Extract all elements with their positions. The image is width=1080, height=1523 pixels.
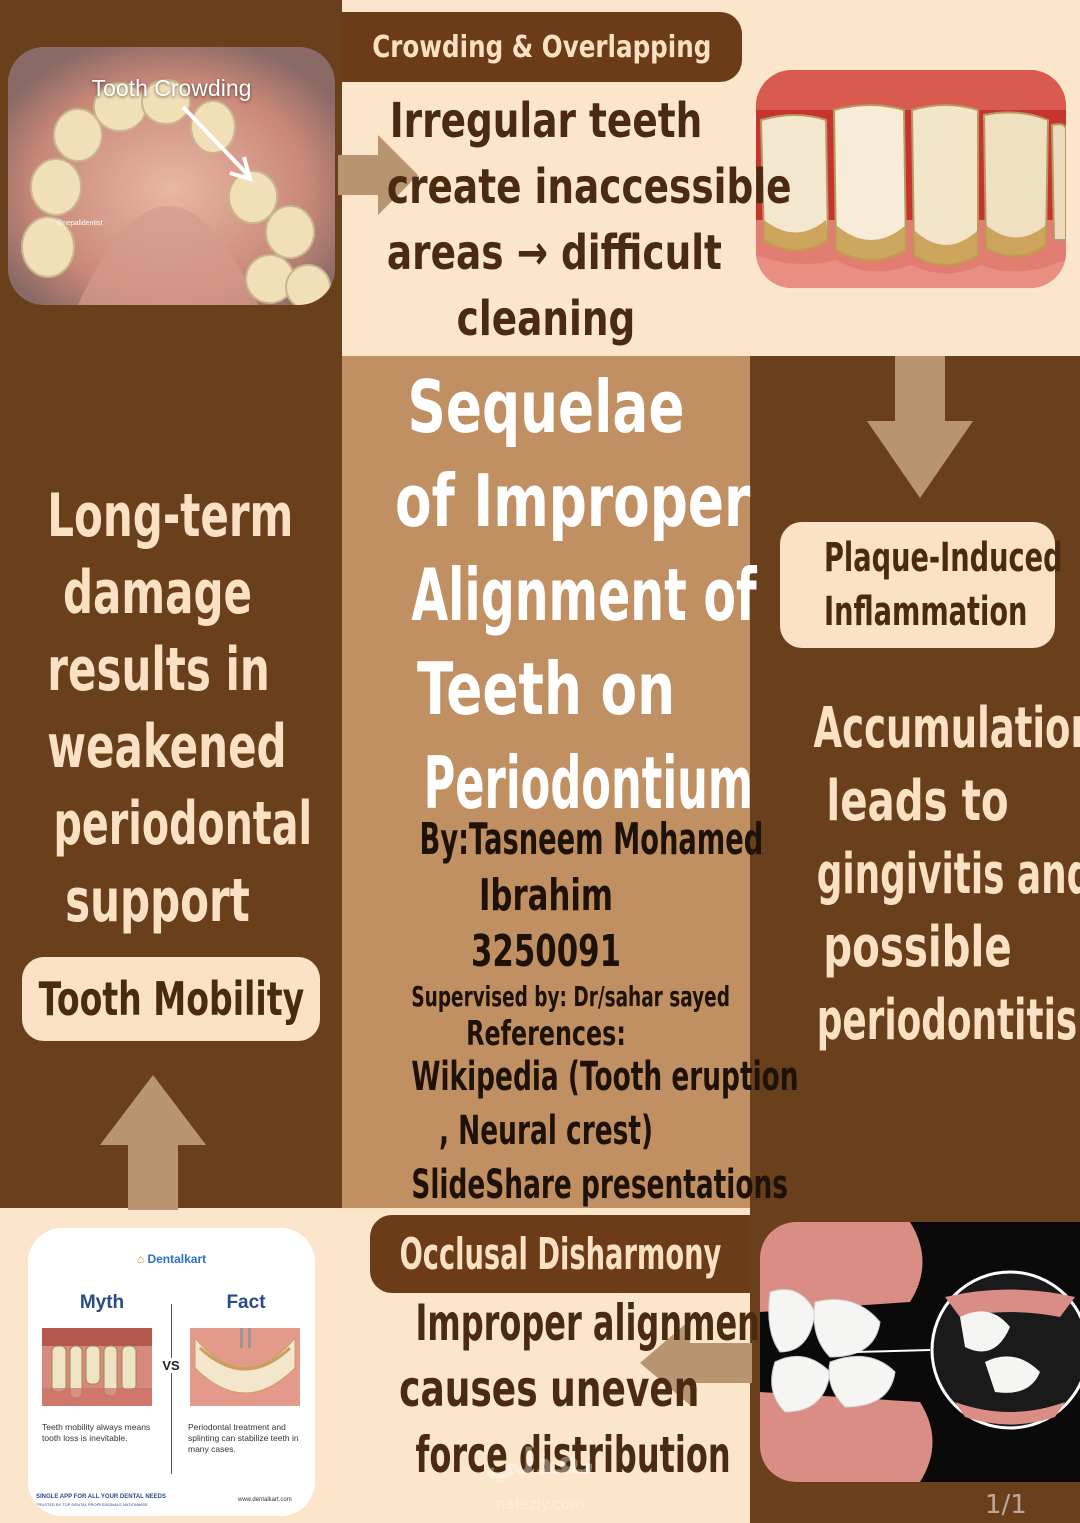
crowding-text-line: create inaccessible	[386, 159, 792, 215]
plaque-badge-line: Plaque-Induced	[824, 535, 1063, 581]
fact-teeth-image	[190, 1328, 300, 1406]
brand-name: Dentalkart	[147, 1252, 207, 1266]
crowding-text-line: Irregular teeth	[389, 93, 703, 149]
long-term-text: Long-term damage results in weakened per…	[0, 478, 315, 940]
occlusal-text-line: Improper alignment	[415, 1294, 776, 1352]
arrow-left-icon	[640, 1320, 752, 1405]
arrow-up-icon	[100, 1075, 206, 1210]
crowding-text: Irregular teeth create inaccessible area…	[342, 88, 792, 352]
myth-note: Teeth mobility always means tooth loss i…	[42, 1422, 151, 1443]
vs-label: VS	[156, 1358, 186, 1373]
long-term-text-line: Long-term	[47, 481, 294, 551]
plaque-teeth-photo	[756, 70, 1066, 288]
reference-line: SlideShare presentations	[411, 1162, 789, 1208]
photo-watermark: @nepalidentist	[56, 220, 103, 227]
long-term-text-line: damage	[62, 558, 253, 628]
watermark-latin: nafezly.com	[495, 1495, 585, 1513]
plaque-badge: Plaque-Induced Inflammation	[780, 522, 1063, 648]
plaque-badge-line: Inflammation	[824, 589, 1028, 635]
supervisor: Supervised by: Dr/sahar sayed	[411, 980, 730, 1013]
crowding-badge-label: Crowding & Overlapping	[372, 29, 712, 65]
occlusion-photo	[760, 1222, 1080, 1482]
myth-fact-card: ⌂ Dentalkart Myth Fact VS Teeth mobility…	[28, 1228, 315, 1516]
crowding-badge: Crowding & Overlapping	[342, 12, 742, 82]
crowding-text-line: areas → difficult	[386, 225, 722, 281]
tooth-mobility-badge: Tooth Mobility	[22, 957, 320, 1041]
occlusion-illustration	[760, 1222, 1080, 1482]
card-footer-left: SINGLE APP FOR ALL YOUR DENTAL NEEDS	[36, 1494, 167, 1500]
watermark-arabic: نفذلي	[484, 1442, 596, 1483]
title-line: of Improper	[395, 459, 751, 543]
long-term-text-line: results in	[47, 635, 270, 705]
page-indicator: 1/1	[985, 1490, 1027, 1520]
tooth-mobility-label: Tooth Mobility	[38, 972, 304, 1026]
plaque-text: Accumulation leads to gingivitis and pos…	[760, 692, 1080, 1057]
author-line: Ibrahim	[478, 870, 614, 921]
long-term-text-line: periodontal	[53, 789, 313, 859]
card-footer-left-sub: TRUSTED BY TOP DENTAL PROFESSIONALS NATI…	[36, 1502, 149, 1507]
author-line: By:Tasneem Mohamed	[419, 814, 764, 865]
center-panel	[342, 356, 750, 1208]
reference-line: , Neural crest)	[438, 1108, 654, 1154]
long-term-text-line: weakened	[47, 712, 287, 782]
plaque-text-line: possible	[823, 915, 1012, 980]
plaque-text-line: leads to	[826, 769, 1009, 834]
tooth-crowding-illustration	[8, 47, 335, 305]
arrow-right-icon	[338, 135, 418, 215]
tooth-logo-icon: ⌂	[136, 1252, 148, 1266]
occlusal-badge: Occlusal Disharmony	[370, 1215, 750, 1293]
title-line: Periodontium	[423, 741, 753, 825]
occlusal-text-line: force distribution	[415, 1426, 731, 1484]
plaque-text-line: periodontitis	[816, 988, 1078, 1053]
card-footer-right: www.dentalkart.com	[238, 1497, 292, 1503]
photo-caption: Tooth Crowding	[91, 75, 252, 101]
crowding-text-line: cleaning	[456, 291, 636, 347]
references-label: References:	[466, 1014, 626, 1054]
tooth-crowding-photo: Tooth Crowding @nepalidentist	[8, 47, 335, 305]
title-line: Sequelae	[407, 365, 685, 449]
author-block: By:Tasneem Mohamed Ibrahim 3250091	[342, 812, 764, 980]
plaque-text-line: Accumulation	[813, 696, 1080, 761]
title-line: Teeth on	[416, 647, 676, 731]
student-id: 3250091	[470, 926, 622, 977]
occlusal-text-line: causes uneven	[399, 1360, 700, 1418]
brand-logo: ⌂ Dentalkart	[28, 1252, 315, 1266]
occlusal-text: Improper alignment causes uneven force d…	[342, 1290, 776, 1488]
occlusal-badge-label: Occlusal Disharmony	[399, 1228, 721, 1280]
card-divider	[171, 1304, 172, 1474]
fact-label: Fact	[226, 1292, 266, 1313]
long-term-text-line: support	[65, 866, 250, 936]
myth-label: Myth	[79, 1292, 125, 1313]
plaque-text-line: gingivitis and	[816, 842, 1080, 907]
reference-line: Wikipedia (Tooth eruption	[411, 1054, 799, 1100]
page-title: Sequelae of Improper Alignment of Teeth …	[342, 360, 757, 830]
title-line: Alignment of	[411, 553, 757, 637]
arrow-down-icon	[867, 356, 973, 498]
references-list: Wikipedia (Tooth eruption , Neural crest…	[342, 1050, 799, 1212]
myth-teeth-image	[42, 1328, 152, 1406]
fact-note: Periodontal treatment and splinting can …	[188, 1422, 299, 1454]
plaque-teeth-illustration	[756, 70, 1066, 288]
